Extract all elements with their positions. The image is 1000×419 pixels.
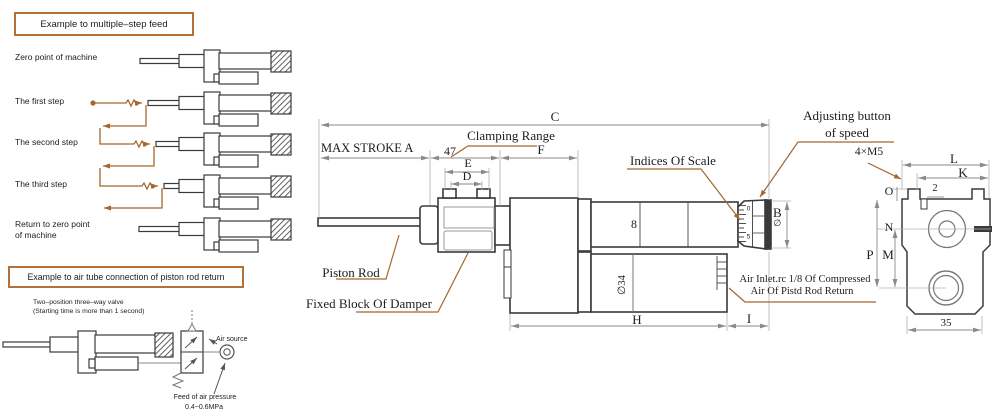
air-inlet-port: [716, 256, 726, 290]
scale-ticks: [739, 201, 765, 247]
fixed-block-label: Fixed Block Of Damper: [305, 296, 433, 311]
feed-pressure-value: 0.4~0.6MPa: [185, 404, 223, 411]
dim-k-label: K: [958, 165, 968, 180]
air-source-label: Air source: [216, 336, 248, 343]
dim-p-label: P: [866, 247, 874, 262]
dim-8-label: 8: [631, 217, 637, 231]
multi-step-title: Example to multiple–step feed: [40, 18, 168, 30]
indices-of-scale-label: Indices Of Scale: [630, 153, 716, 168]
dim-o-label: O: [884, 184, 894, 198]
step-label-third: The third step: [15, 179, 67, 189]
adjusting-button-label-line2: of speed: [825, 125, 869, 140]
valve-symbol: [138, 310, 235, 395]
rod-end-collar: [419, 205, 439, 245]
main-body-outline: [317, 188, 772, 314]
mini-cylinder-row-2: [147, 91, 292, 127]
adjust-knob-edge: [764, 199, 772, 250]
adjusting-button-label-line1: Adjusting button: [803, 108, 891, 123]
upper-tube-collar: [577, 198, 592, 252]
clamping-range-label: Clamping Range: [467, 128, 555, 143]
dim-n-label: N: [884, 220, 894, 234]
scale-number-5: 5: [747, 234, 751, 241]
lower-tube-collar: [577, 251, 592, 313]
dia-34-label: ∅34: [617, 275, 628, 295]
dim-47-label: 47: [444, 144, 456, 158]
end-view-extension-lines: [877, 160, 991, 334]
step-label-first: The first step: [15, 96, 65, 106]
example-cylinder: [2, 330, 174, 374]
end-view-dimension-lines: [874, 162, 988, 333]
step-label-return: Return to zero point of machine: [15, 219, 90, 241]
step-label-return-line2: of machine: [15, 230, 57, 240]
dim-c-label: C: [550, 109, 560, 124]
end-view-body: [901, 188, 991, 315]
central-block: [509, 197, 579, 314]
air-inlet-label-line1: Air Inlet.rc 1/8 Of Compressed: [739, 274, 871, 285]
step-label-return-line1: Return to zero point: [15, 219, 90, 229]
dim-l-label: L: [950, 151, 958, 166]
damper-tab-left: [442, 188, 457, 199]
piston-rod-label: Piston Rod: [322, 265, 380, 280]
multi-step-title-box: Example to multiple–step feed: [14, 12, 194, 36]
dim-i-label: I: [746, 311, 752, 326]
air-tube-title: Example to air tube connection of piston…: [27, 272, 225, 282]
leader-lines: [336, 141, 902, 313]
dim-e-label: E: [464, 156, 472, 170]
dim-b-letter: B: [773, 205, 782, 220]
feed-pressure-label: Feed of air pressure: [173, 394, 237, 401]
mini-cylinder-row-3: [155, 132, 292, 168]
dim-m-label: M: [882, 247, 894, 262]
mini-cylinder-row-5: [138, 217, 292, 253]
damper-tab-right: [476, 188, 491, 199]
end-view-notch: [920, 198, 928, 210]
scale-number-0: 0: [747, 206, 751, 213]
valve-note-line2: (Starting time is more than 1 second): [33, 308, 145, 315]
bolt-spec-label: 4×M5: [854, 146, 884, 158]
step-feed-path: [90, 98, 163, 211]
step-label-zero-point: Zero point of machine: [15, 52, 98, 62]
dim-35-label: 35: [940, 317, 952, 329]
lower-tube: [590, 253, 728, 313]
mini-cylinder-row-4: [163, 174, 292, 210]
dim-b-label: B ∅: [773, 206, 782, 228]
dim-h-label: H: [632, 312, 642, 327]
mini-cylinder-row-1: [139, 49, 292, 85]
max-stroke-label: MAX STROKE A: [321, 141, 414, 155]
air-inlet-label-line2: Air Of Pistd Rod Return: [750, 286, 854, 297]
dimension-lines-main: [321, 122, 790, 329]
valve-note-line1: Two–position three–way valve: [33, 299, 124, 306]
dim-b-diameter-symbol: ∅: [773, 218, 782, 228]
dim-d-label: D: [462, 169, 472, 183]
piston-rod-shape: [317, 217, 422, 227]
neck: [494, 205, 511, 246]
main-body-details: [443, 202, 689, 312]
air-tube-title-box: Example to air tube connection of piston…: [8, 266, 244, 288]
dim-f-label: F: [537, 142, 545, 157]
dim-2-label: 2: [932, 183, 938, 194]
upper-tube: [590, 201, 739, 248]
step-label-second: The second step: [15, 137, 78, 147]
damper-block: [437, 197, 496, 253]
